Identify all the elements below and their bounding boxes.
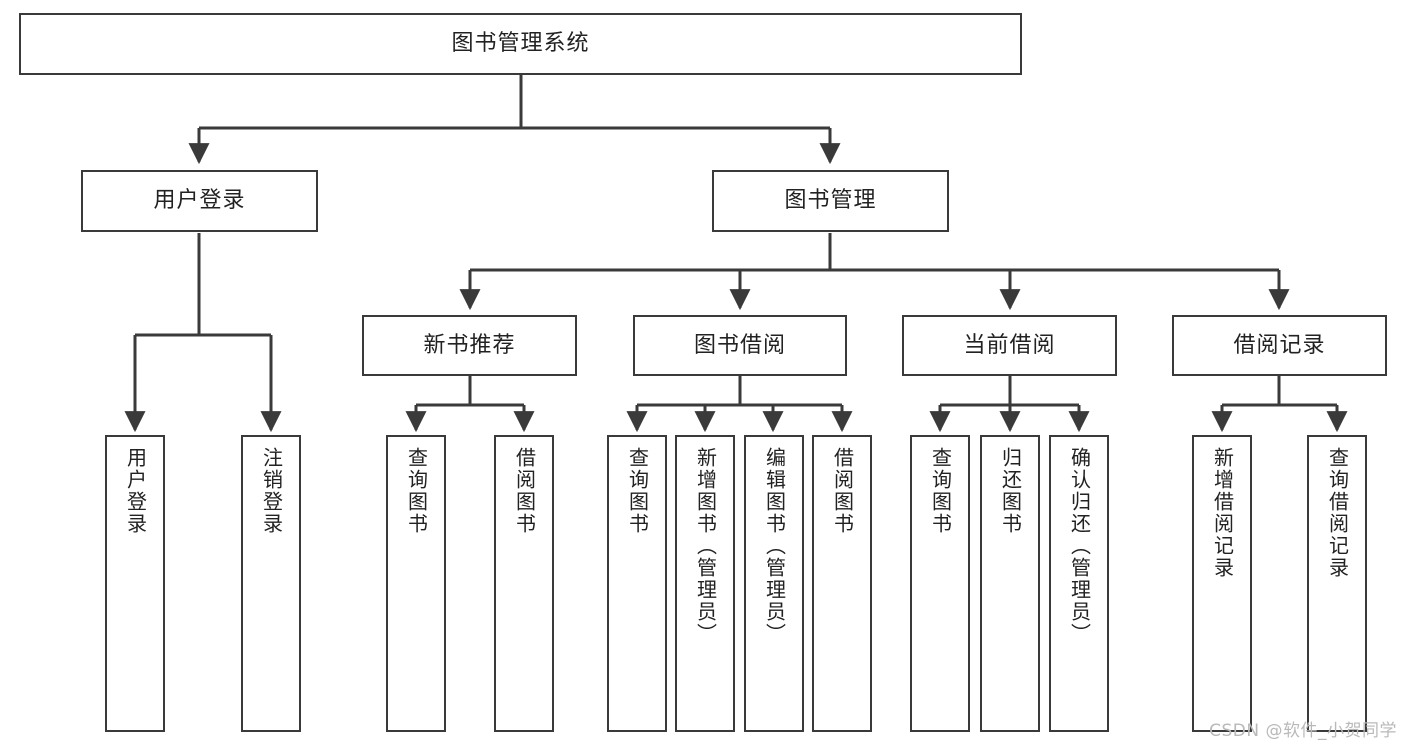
node-leaf-borrow-book-1[interactable]: 借阅图书 <box>494 435 554 732</box>
node-leaf-edit-book[interactable]: 编辑图书（管理员） <box>744 435 804 732</box>
node-label: 借阅记录 <box>1233 332 1326 358</box>
node-label: 查询图书 <box>404 447 429 535</box>
node-label: 归还图书 <box>998 447 1023 535</box>
node-leaf-confirm-return[interactable]: 确认归还（管理员） <box>1049 435 1109 732</box>
node-label: 借阅图书 <box>830 447 855 535</box>
node-label: 用户登录 <box>153 188 246 214</box>
node-leaf-logout-login[interactable]: 注销登录 <box>241 435 301 732</box>
node-leaf-query-record[interactable]: 查询借阅记录 <box>1307 435 1367 732</box>
node-leaf-borrow-book-2[interactable]: 借阅图书 <box>812 435 872 732</box>
node-new-book-recommend[interactable]: 新书推荐 <box>362 315 577 376</box>
node-label: 编辑图书（管理员） <box>762 447 787 645</box>
node-leaf-query-book-2[interactable]: 查询图书 <box>607 435 667 732</box>
node-label: 查询图书 <box>625 447 650 535</box>
node-label: 新增借阅记录 <box>1210 447 1235 579</box>
node-leaf-user-login[interactable]: 用户登录 <box>105 435 165 732</box>
node-current-borrow[interactable]: 当前借阅 <box>902 315 1117 376</box>
node-leaf-return-book[interactable]: 归还图书 <box>980 435 1040 732</box>
node-label: 查询图书 <box>928 447 953 535</box>
node-label: 用户登录 <box>123 447 148 535</box>
node-label: 注销登录 <box>259 447 284 535</box>
node-label: 借阅图书 <box>512 447 537 535</box>
node-leaf-query-book-3[interactable]: 查询图书 <box>910 435 970 732</box>
node-label: 图书管理 <box>784 188 877 214</box>
node-label: 确认归还（管理员） <box>1067 447 1092 645</box>
node-root-system[interactable]: 图书管理系统 <box>19 13 1022 75</box>
node-label: 新书推荐 <box>423 332 516 358</box>
node-label: 图书借阅 <box>693 332 786 358</box>
node-user-login[interactable]: 用户登录 <box>81 170 318 232</box>
node-borrow-record[interactable]: 借阅记录 <box>1172 315 1387 376</box>
node-leaf-add-book[interactable]: 新增图书（管理员） <box>675 435 735 732</box>
node-label: 新增图书（管理员） <box>693 447 718 645</box>
node-leaf-add-record[interactable]: 新增借阅记录 <box>1192 435 1252 732</box>
node-label: 查询借阅记录 <box>1325 447 1350 579</box>
watermark-text: CSDN @软件_小贺同学 <box>1209 721 1397 741</box>
node-book-manage[interactable]: 图书管理 <box>712 170 949 232</box>
node-label: 图书管理系统 <box>451 31 590 57</box>
node-leaf-query-book-1[interactable]: 查询图书 <box>386 435 446 732</box>
node-book-borrow[interactable]: 图书借阅 <box>633 315 847 376</box>
node-label: 当前借阅 <box>963 332 1056 358</box>
